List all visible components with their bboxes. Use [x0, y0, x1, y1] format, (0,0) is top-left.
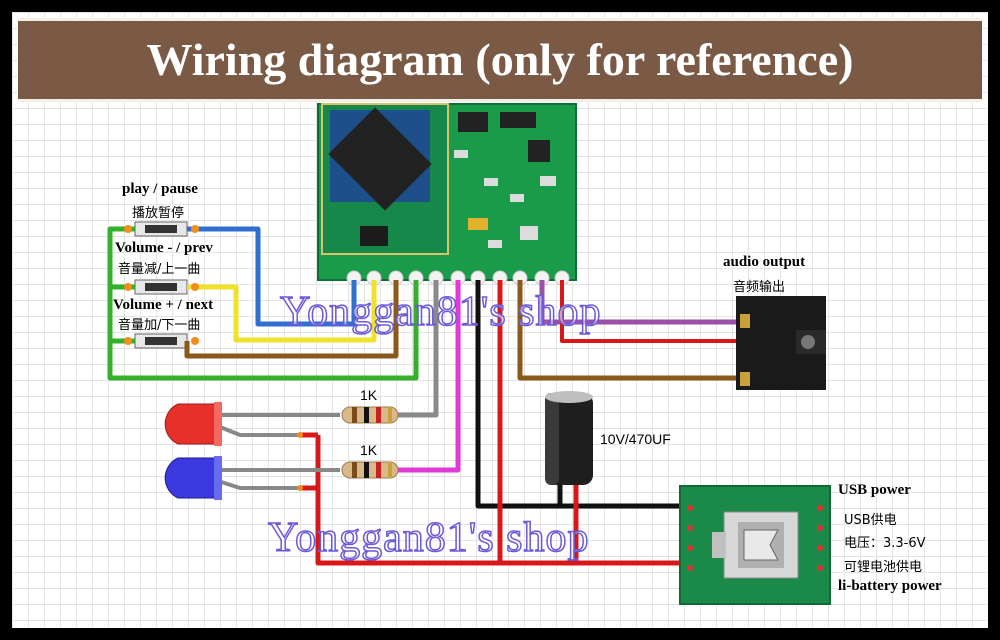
resistor-1 — [341, 406, 399, 424]
watermark-bottom: Yonggan81's shop — [267, 514, 590, 562]
junction-dots — [124, 225, 748, 491]
blue-led — [164, 456, 222, 500]
usb-power-cn: USB供电 — [844, 513, 897, 528]
watermark-top: Yonggan81's shop — [279, 288, 602, 336]
button-play-pause-switch — [134, 221, 188, 237]
capacitor-label: 10V/470UF — [600, 431, 671, 447]
button-volume-up-switch — [134, 333, 188, 349]
button-label-play-pause-cn: 播放暂停 — [132, 206, 185, 221]
usb-power-label: USB power — [838, 482, 911, 498]
usb-power-board — [679, 485, 831, 605]
resistor-2 — [341, 461, 399, 479]
page-title: Wiring diagram (only for reference) — [146, 34, 854, 85]
button-label-volume-up-cn: 音量加/下一曲 — [118, 318, 201, 333]
capacitor — [545, 391, 593, 485]
usb-voltage-label: 电压：3.3-6V — [844, 536, 926, 551]
button-label-volume-up: Volume + / next — [113, 297, 214, 313]
li-battery-label: li-battery power — [838, 578, 942, 594]
button-label-volume-down-cn: 音量减/上一曲 — [118, 262, 201, 277]
bluetooth-module — [317, 103, 577, 286]
red-led — [164, 402, 222, 446]
audio-output-label: audio output — [723, 254, 806, 270]
audio-jack — [736, 296, 826, 390]
button-label-play-pause: play / pause — [122, 181, 198, 197]
button-label-volume-down: Volume - / prev — [115, 240, 213, 256]
audio-output-label-cn: 音频输出 — [733, 280, 786, 295]
resistor-2-label: 1K — [360, 442, 378, 458]
wires — [107, 226, 744, 566]
usb-battery-cn: 可锂电池供电 — [844, 560, 923, 575]
push-buttons — [134, 221, 188, 349]
title-banner: Wiring diagram (only for reference) — [18, 18, 982, 102]
resistor-1-label: 1K — [360, 387, 378, 403]
button-volume-down-switch — [134, 279, 188, 295]
